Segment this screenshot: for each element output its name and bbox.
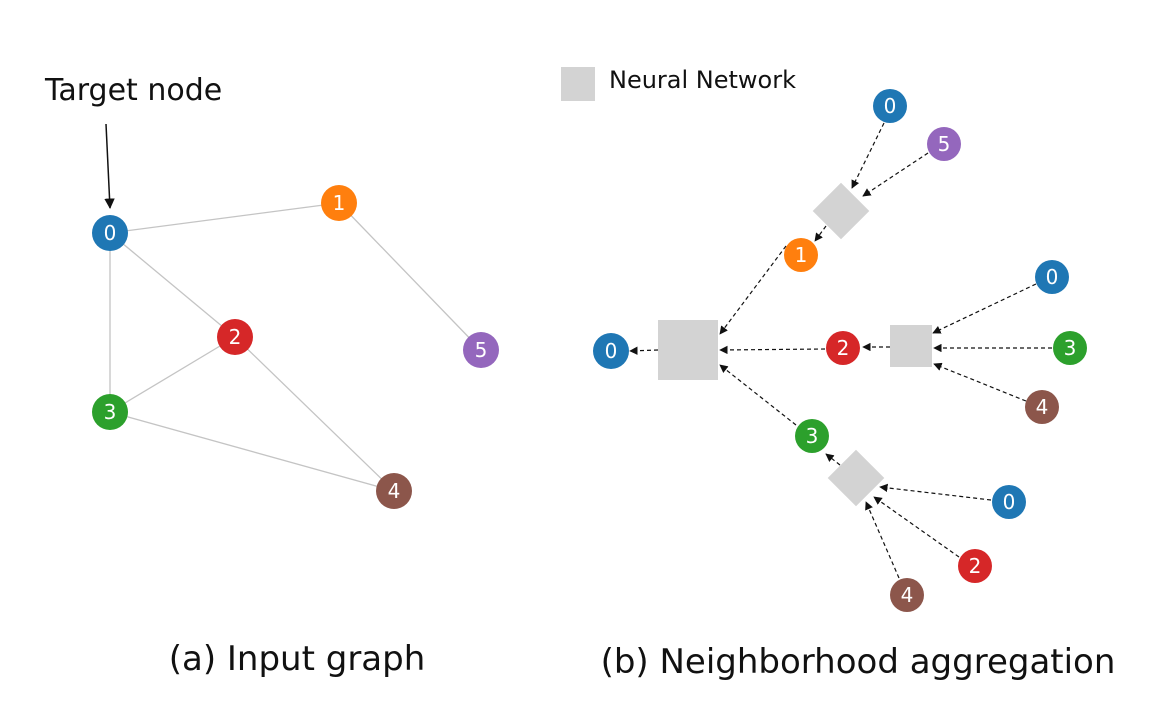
arrow-nn-3-to-3 (825, 453, 841, 466)
arrow-1-to-nn-root (719, 245, 787, 335)
caption-a: (a) Input graph (169, 639, 426, 679)
input-node-5: 5 (463, 332, 499, 368)
legend-label: Neural Network (609, 66, 796, 94)
agg-node-3-child-2: 2 (958, 549, 992, 583)
arrow-2-to-nn-3 (873, 496, 960, 558)
arrow-0-to-nn-2 (932, 283, 1037, 334)
input-node-0: 0 (92, 215, 128, 251)
aggregation-panel: 0 1 2 3 0 5 (593, 89, 1115, 682)
input-node-4: 4 (376, 473, 412, 509)
agg-node-2-child-0: 0 (1035, 260, 1069, 294)
agg-node-3-child-0-label: 0 (1003, 490, 1016, 514)
edge-0-2 (109, 232, 236, 338)
input-node-3: 3 (92, 394, 128, 430)
nn-box-node-2 (890, 325, 932, 367)
input-node-4-label: 4 (388, 479, 401, 503)
edge-2-4 (234, 336, 395, 492)
agg-node-2-child-3-label: 3 (1064, 336, 1077, 360)
arrow-4-to-nn-3 (865, 501, 900, 579)
agg-node-2-child-4-label: 4 (1036, 395, 1049, 419)
agg-root-node-0: 0 (593, 333, 629, 369)
edge-2-3 (109, 336, 236, 413)
input-graph-edges (109, 202, 482, 492)
target-node-arrow (104, 123, 115, 210)
arrow-2-to-nn-root (719, 345, 826, 355)
arrow-nn-root-to-0 (629, 346, 659, 355)
arrow-0-to-nn-1 (851, 122, 885, 189)
input-node-2-label: 2 (229, 325, 242, 349)
input-graph-nodes: 0 1 2 3 4 5 (92, 185, 499, 509)
agg-level1-node-1-label: 1 (795, 243, 808, 267)
agg-node-1-child-0: 0 (873, 89, 907, 123)
input-node-1-label: 1 (333, 191, 346, 215)
edge-3-4 (109, 411, 395, 492)
input-node-5-label: 5 (475, 338, 488, 362)
arrow-5-to-nn-1 (862, 152, 929, 197)
agg-node-3-child-4-label: 4 (901, 583, 914, 607)
nn-box-node-1 (812, 182, 870, 240)
arrow-nn-1-to-1 (814, 225, 827, 242)
agg-node-3-child-2-label: 2 (969, 554, 982, 578)
input-node-2: 2 (217, 319, 253, 355)
edge-1-5 (338, 202, 482, 351)
agg-node-1-child-5-label: 5 (938, 132, 951, 156)
arrow-3-to-nn-root (719, 364, 797, 426)
legend-swatch (561, 67, 595, 101)
aggregation-arrows (629, 122, 1052, 579)
agg-level1-node-3: 3 (795, 419, 829, 453)
agg-level1-node-2: 2 (826, 331, 860, 365)
agg-level1-node-1: 1 (784, 238, 818, 272)
nn-box-root (658, 320, 718, 380)
agg-node-1-child-0-label: 0 (884, 94, 897, 118)
arrow-0-to-nn-3 (879, 483, 992, 501)
agg-node-3-child-0: 0 (992, 485, 1026, 519)
arrow-4-to-nn-2 (933, 362, 1027, 402)
aggregation-nodes: 0 1 2 3 0 5 (593, 89, 1087, 612)
agg-level1-node-3-label: 3 (806, 424, 819, 448)
caption-b: (b) Neighborhood aggregation (601, 642, 1116, 682)
input-node-3-label: 3 (104, 400, 117, 424)
input-graph-panel: Target node 0 1 2 (44, 73, 499, 679)
agg-node-2-child-0-label: 0 (1046, 265, 1059, 289)
agg-root-node-0-label: 0 (605, 339, 618, 363)
input-node-0-label: 0 (104, 221, 117, 245)
nn-box-node-3 (827, 449, 885, 507)
agg-node-2-child-3: 3 (1053, 331, 1087, 365)
agg-node-2-child-4: 4 (1025, 390, 1059, 424)
target-node-label: Target node (44, 73, 222, 108)
legend: Neural Network (561, 66, 796, 101)
agg-level1-node-2-label: 2 (837, 336, 850, 360)
agg-node-1-child-5: 5 (927, 127, 961, 161)
agg-node-3-child-4: 4 (890, 578, 924, 612)
edge-0-1 (109, 202, 340, 234)
input-node-1: 1 (321, 185, 357, 221)
neural-network-boxes (658, 182, 932, 507)
